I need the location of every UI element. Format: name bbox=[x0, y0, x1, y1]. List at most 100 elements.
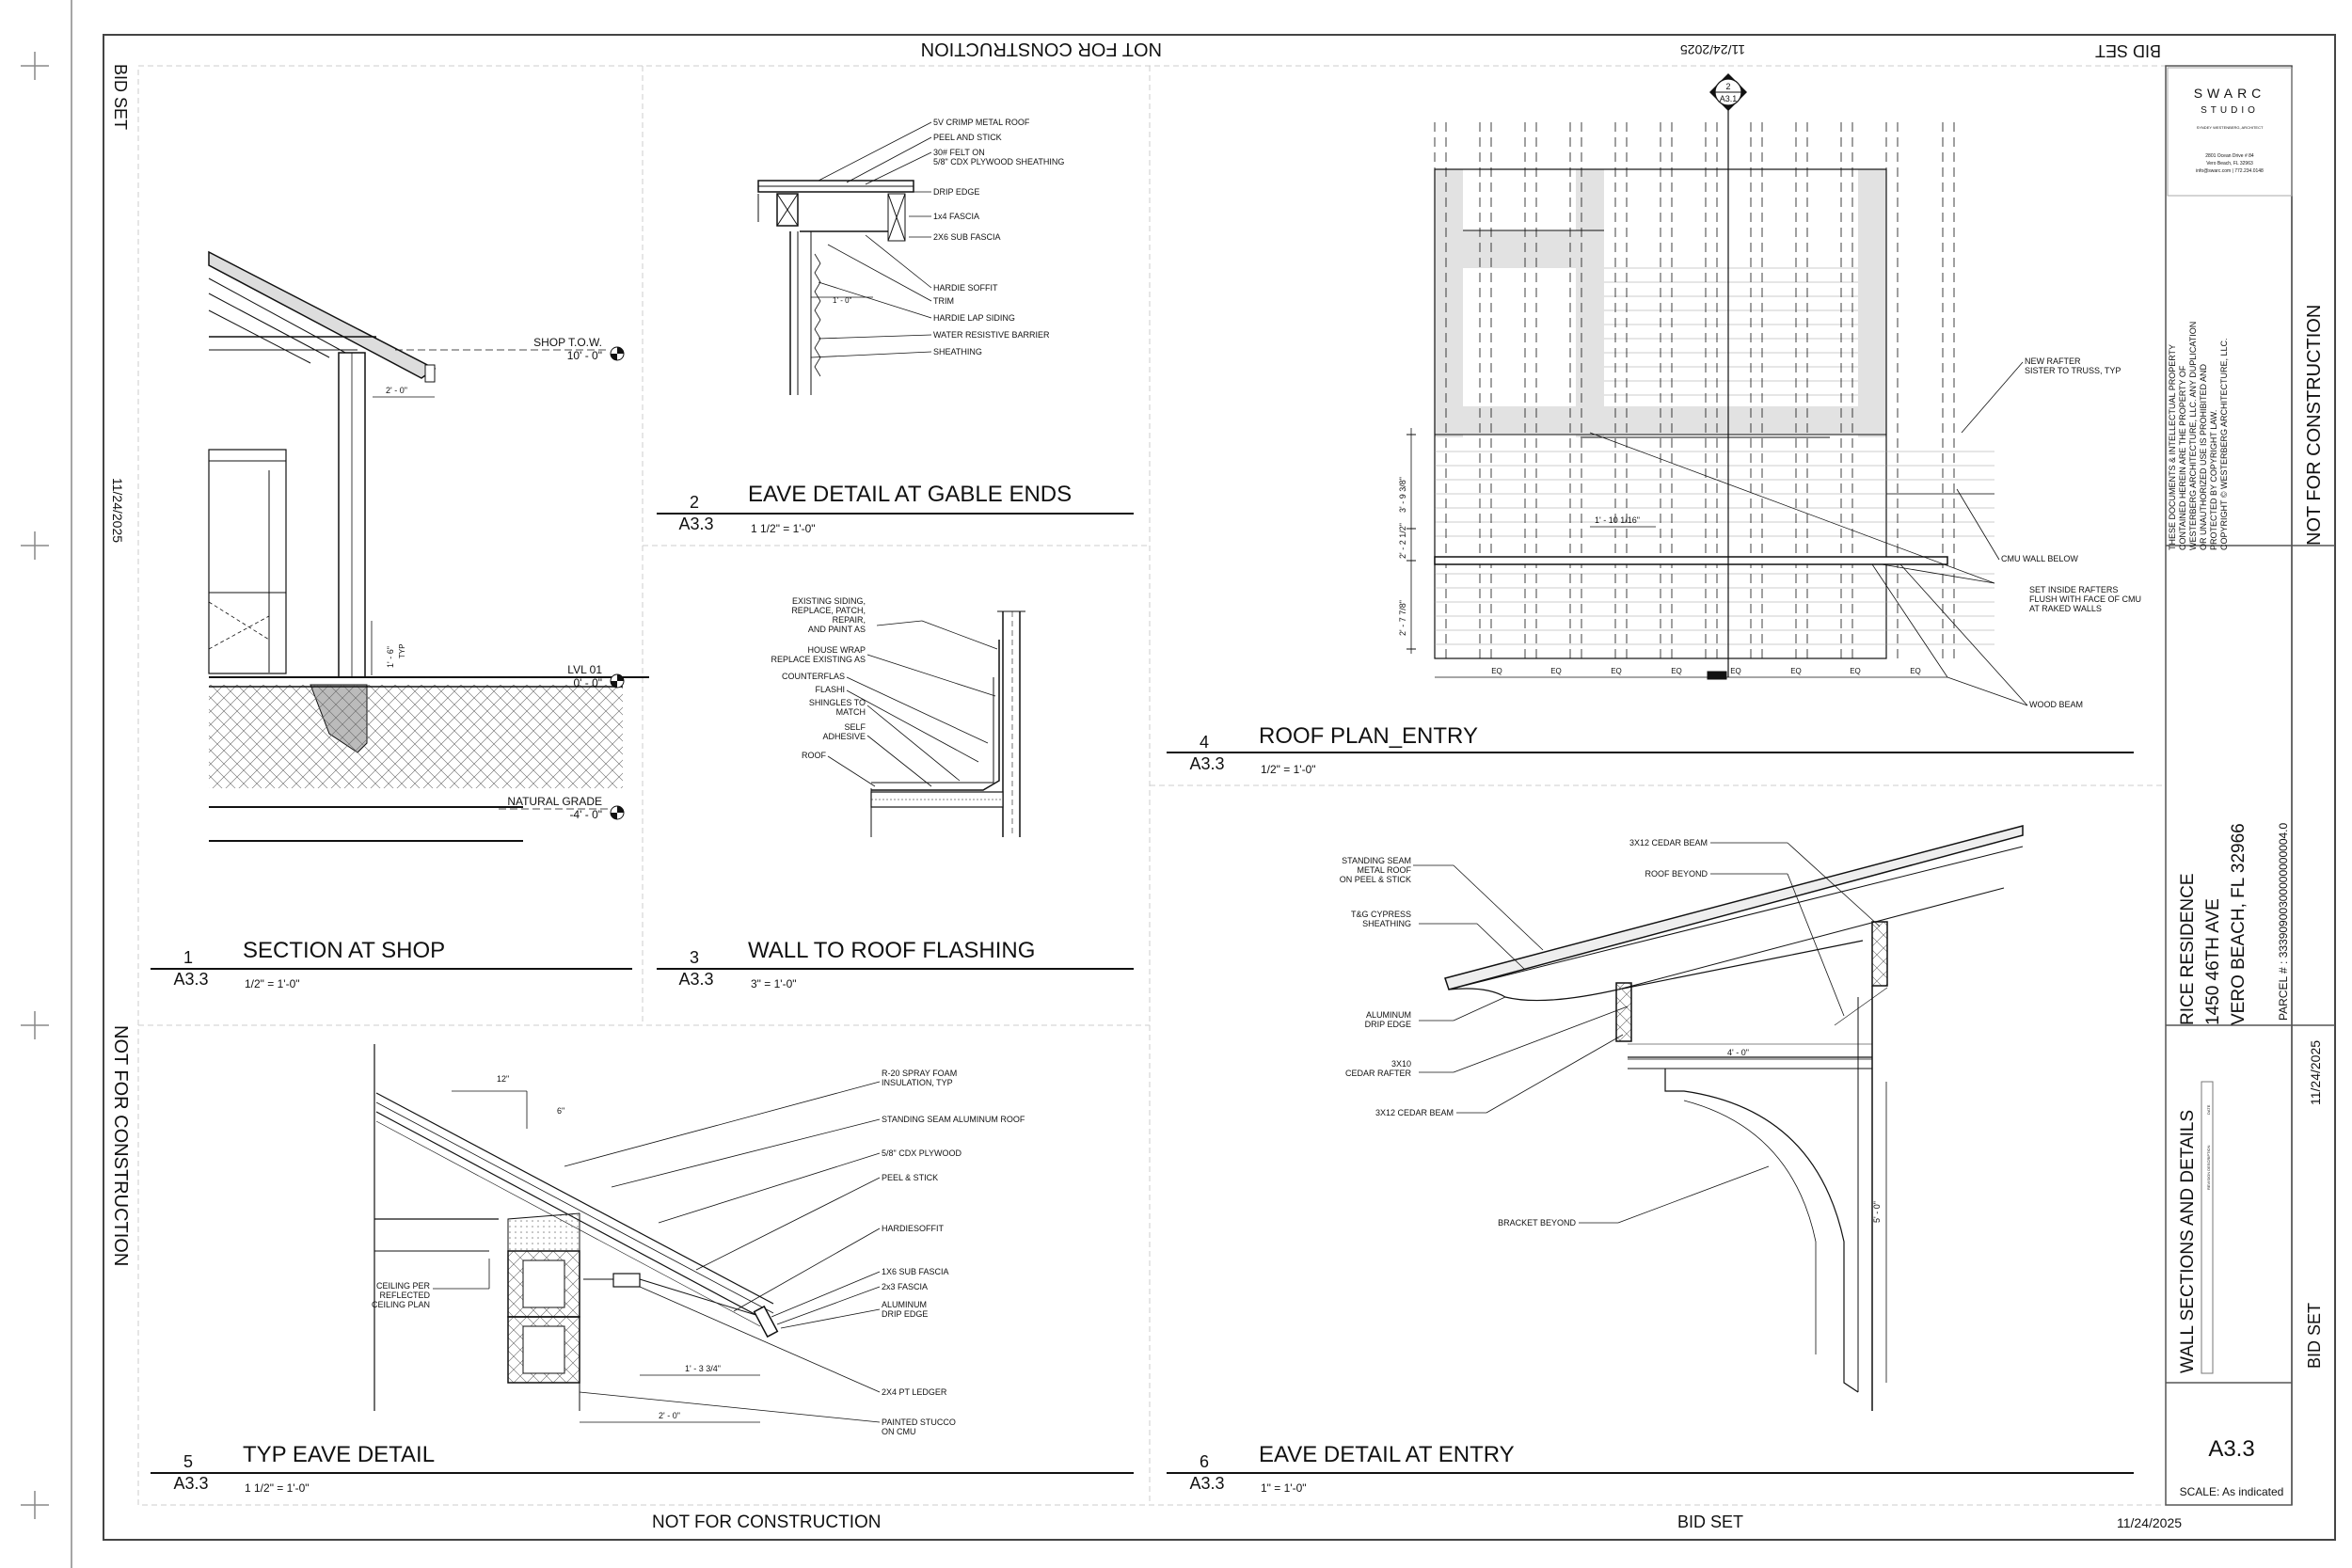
svg-text:REPLACE, PATCH,: REPLACE, PATCH, bbox=[791, 606, 866, 615]
level-markers bbox=[610, 346, 625, 820]
svg-text:STANDING SEAM ALUMINUM ROOF: STANDING SEAM ALUMINUM ROOF bbox=[882, 1115, 1025, 1124]
revision-date-header: DATE bbox=[2206, 1104, 2211, 1115]
svg-text:T&G CYPRESS: T&G CYPRESS bbox=[1351, 910, 1411, 919]
svg-text:1X6 SUB FASCIA: 1X6 SUB FASCIA bbox=[882, 1267, 949, 1276]
svg-text:A3.3: A3.3 bbox=[1189, 754, 1224, 773]
detail-title-4: 4 A3.3 ROOF PLAN_ENTRY 1/2" = 1'-0" bbox=[1167, 723, 2134, 776]
flashing-drawing bbox=[870, 610, 1025, 837]
svg-text:NEW RAFTER: NEW RAFTER bbox=[2025, 356, 2081, 366]
copyright-line-5: PROTECTED BY COPYRIGHT LAW. bbox=[2209, 410, 2218, 550]
bottom-not-for-construction: NOT FOR CONSTRUCTION bbox=[652, 1513, 881, 1532]
entry-dim-w: 4' - 0" bbox=[1727, 1048, 1749, 1057]
svg-text:1: 1 bbox=[183, 948, 193, 967]
svg-text:1/2" = 1'-0": 1/2" = 1'-0" bbox=[245, 977, 300, 990]
svg-text:WOOD BEAM: WOOD BEAM bbox=[2029, 700, 2083, 709]
title-block-frame bbox=[2165, 65, 2335, 1506]
svg-text:1/2" = 1'-0": 1/2" = 1'-0" bbox=[1261, 763, 1316, 776]
svg-text:30# FELT ON: 30# FELT ON bbox=[933, 148, 985, 157]
svg-text:HOUSE WRAP: HOUSE WRAP bbox=[807, 645, 866, 655]
svg-text:PEEL AND STICK: PEEL AND STICK bbox=[933, 133, 1002, 142]
slope-rise: 6" bbox=[557, 1106, 564, 1116]
project-parcel: PARCEL # : 33390900300000000004.0 bbox=[2277, 822, 2290, 1021]
svg-text:CMU WALL BELOW: CMU WALL BELOW bbox=[2001, 554, 2078, 563]
svg-text:FLUSH WITH FACE OF CMU: FLUSH WITH FACE OF CMU bbox=[2029, 594, 2141, 604]
svg-text:ROOF PLAN_ENTRY: ROOF PLAN_ENTRY bbox=[1259, 723, 1478, 749]
dim-1ft3: 1' - 3 3/4" bbox=[685, 1364, 721, 1373]
svg-text:A3.3: A3.3 bbox=[173, 1474, 208, 1493]
slope-run: 12" bbox=[497, 1074, 509, 1084]
copyright-line-4: OR UNAUTHORIZED USE IS PROHIBITED AND bbox=[2199, 363, 2208, 550]
typ-eave-notes: R-20 SPRAY FOAM INSULATION, TYP STANDING… bbox=[372, 1069, 1025, 1436]
svg-text:EQ: EQ bbox=[1611, 667, 1622, 675]
left-bid-set: BID SET bbox=[111, 64, 130, 130]
svg-text:WALL TO ROOF FLASHING: WALL TO ROOF FLASHING bbox=[748, 938, 1035, 963]
dim-2ft: 2' - 0" bbox=[386, 386, 407, 395]
svg-text:SHEATHING: SHEATHING bbox=[1362, 919, 1411, 928]
svg-text:AT RAKED WALLS: AT RAKED WALLS bbox=[2029, 604, 2102, 613]
svg-text:A3.3: A3.3 bbox=[173, 970, 208, 989]
revision-description-header: REVISION DESCRIPTION bbox=[2206, 1145, 2211, 1190]
copyright-line-1: THESE DOCUMENTS & INTELLECTUAL PROPERTY bbox=[2168, 344, 2177, 550]
svg-text:EQ: EQ bbox=[1491, 667, 1502, 675]
svg-text:AND PAINT AS: AND PAINT AS bbox=[808, 625, 866, 634]
svg-text:1 1/2" = 1'-0": 1 1/2" = 1'-0" bbox=[751, 522, 816, 535]
svg-text:ROOF: ROOF bbox=[802, 751, 827, 760]
svg-text:EAVE DETAIL AT ENTRY: EAVE DETAIL AT ENTRY bbox=[1259, 1442, 1515, 1467]
callout-number: 2 bbox=[1725, 82, 1730, 91]
svg-text:1" = 1'-0": 1" = 1'-0" bbox=[1261, 1481, 1307, 1495]
bottom-bid-set: BID SET bbox=[1677, 1513, 1743, 1531]
top-bid-set: BID SET bbox=[2095, 41, 2161, 60]
natural-grade-label: NATURAL GRADE bbox=[507, 795, 602, 808]
svg-text:CEILING PER: CEILING PER bbox=[376, 1281, 431, 1291]
gable-eave-drawing bbox=[757, 180, 914, 395]
svg-text:FLASHI: FLASHI bbox=[815, 685, 845, 694]
svg-text:MATCH: MATCH bbox=[836, 707, 866, 717]
svg-text:CEDAR RAFTER: CEDAR RAFTER bbox=[1345, 1069, 1412, 1078]
svg-text:EQ: EQ bbox=[1671, 667, 1682, 675]
dim-b: 2' - 2 1/2" bbox=[1398, 523, 1407, 559]
firm-contact: info@swarc.com | 772.234.0148 bbox=[2196, 168, 2264, 174]
detail-title-6: 6 A3.3 EAVE DETAIL AT ENTRY 1" = 1'-0" bbox=[1167, 1442, 2134, 1495]
svg-text:EAVE DETAIL AT GABLE ENDS: EAVE DETAIL AT GABLE ENDS bbox=[748, 482, 1072, 507]
roof-plan-eq-marks: EQ EQ EQ EQ EQ EQ EQ EQ bbox=[1491, 667, 1921, 675]
firm-logo: SWARC STUDIO SYNDEY WESTENBERG, ARCHITEC… bbox=[2167, 67, 2293, 197]
svg-text:5/8" CDX PLYWOOD SHEATHING: 5/8" CDX PLYWOOD SHEATHING bbox=[933, 157, 1064, 166]
top-not-for-construction: NOT FOR CONSTRUCTION bbox=[921, 39, 1162, 59]
svg-text:REFLECTED: REFLECTED bbox=[379, 1291, 430, 1300]
svg-text:2x3 FASCIA: 2x3 FASCIA bbox=[882, 1282, 928, 1291]
svg-text:1 1/2" = 1'-0": 1 1/2" = 1'-0" bbox=[245, 1481, 310, 1495]
svg-text:PAINTED STUCCO: PAINTED STUCCO bbox=[882, 1418, 956, 1427]
svg-text:ALUMINUM: ALUMINUM bbox=[1366, 1010, 1411, 1020]
svg-text:A3.3: A3.3 bbox=[678, 515, 713, 533]
svg-text:3" = 1'-0": 3" = 1'-0" bbox=[751, 977, 797, 990]
typ-eave-drawing bbox=[373, 1044, 881, 1423]
left-not-for-construction: NOT FOR CONSTRUCTION bbox=[110, 1025, 131, 1266]
sheet-scale: SCALE: As indicated bbox=[2180, 1485, 2284, 1498]
right-not-for-construction: NOT FOR CONSTRUCTION bbox=[2304, 305, 2325, 546]
svg-text:2X6 SUB FASCIA: 2X6 SUB FASCIA bbox=[933, 232, 1001, 242]
shop-tow-elev: 10' - 0" bbox=[567, 349, 602, 362]
svg-text:HARDIESOFFIT: HARDIESOFFIT bbox=[882, 1224, 945, 1233]
svg-text:ROOF BEYOND: ROOF BEYOND bbox=[1645, 869, 1708, 879]
svg-text:STANDING SEAM: STANDING SEAM bbox=[1342, 856, 1411, 865]
svg-text:EQ: EQ bbox=[1550, 667, 1562, 675]
section-at-shop-drawing bbox=[208, 250, 649, 842]
svg-text:3: 3 bbox=[690, 948, 699, 967]
project-name: RICE RESIDENCE bbox=[2178, 873, 2198, 1025]
entry-eave-drawing bbox=[1413, 825, 2024, 1411]
svg-text:HARDIE SOFFIT: HARDIE SOFFIT bbox=[933, 283, 998, 293]
svg-text:2X4 PT LEDGER: 2X4 PT LEDGER bbox=[882, 1387, 947, 1397]
svg-text:3X10: 3X10 bbox=[1391, 1059, 1411, 1069]
dim-c: 2' - 7 7/8" bbox=[1398, 600, 1407, 636]
gable-eave-leaders bbox=[810, 121, 932, 358]
svg-text:REPLACE EXISTING AS: REPLACE EXISTING AS bbox=[771, 655, 866, 664]
svg-text:R-20 SPRAY FOAM: R-20 SPRAY FOAM bbox=[882, 1069, 957, 1078]
dim-a: 3' - 9 3/8" bbox=[1398, 477, 1407, 513]
top-date: 11/24/2025 bbox=[1680, 42, 1745, 57]
roof-plan-drawing bbox=[1406, 103, 2028, 706]
entry-dim-h: 5' - 0" bbox=[1872, 1201, 1882, 1223]
firm-address-2: Vero Beach, FL 32963 bbox=[2206, 161, 2253, 166]
svg-text:TRIM: TRIM bbox=[933, 296, 954, 306]
firm-name: SWARC bbox=[2194, 86, 2266, 101]
gable-eave-notes: 5V CRIMP METAL ROOF PEEL AND STICK 30# F… bbox=[833, 118, 1064, 356]
